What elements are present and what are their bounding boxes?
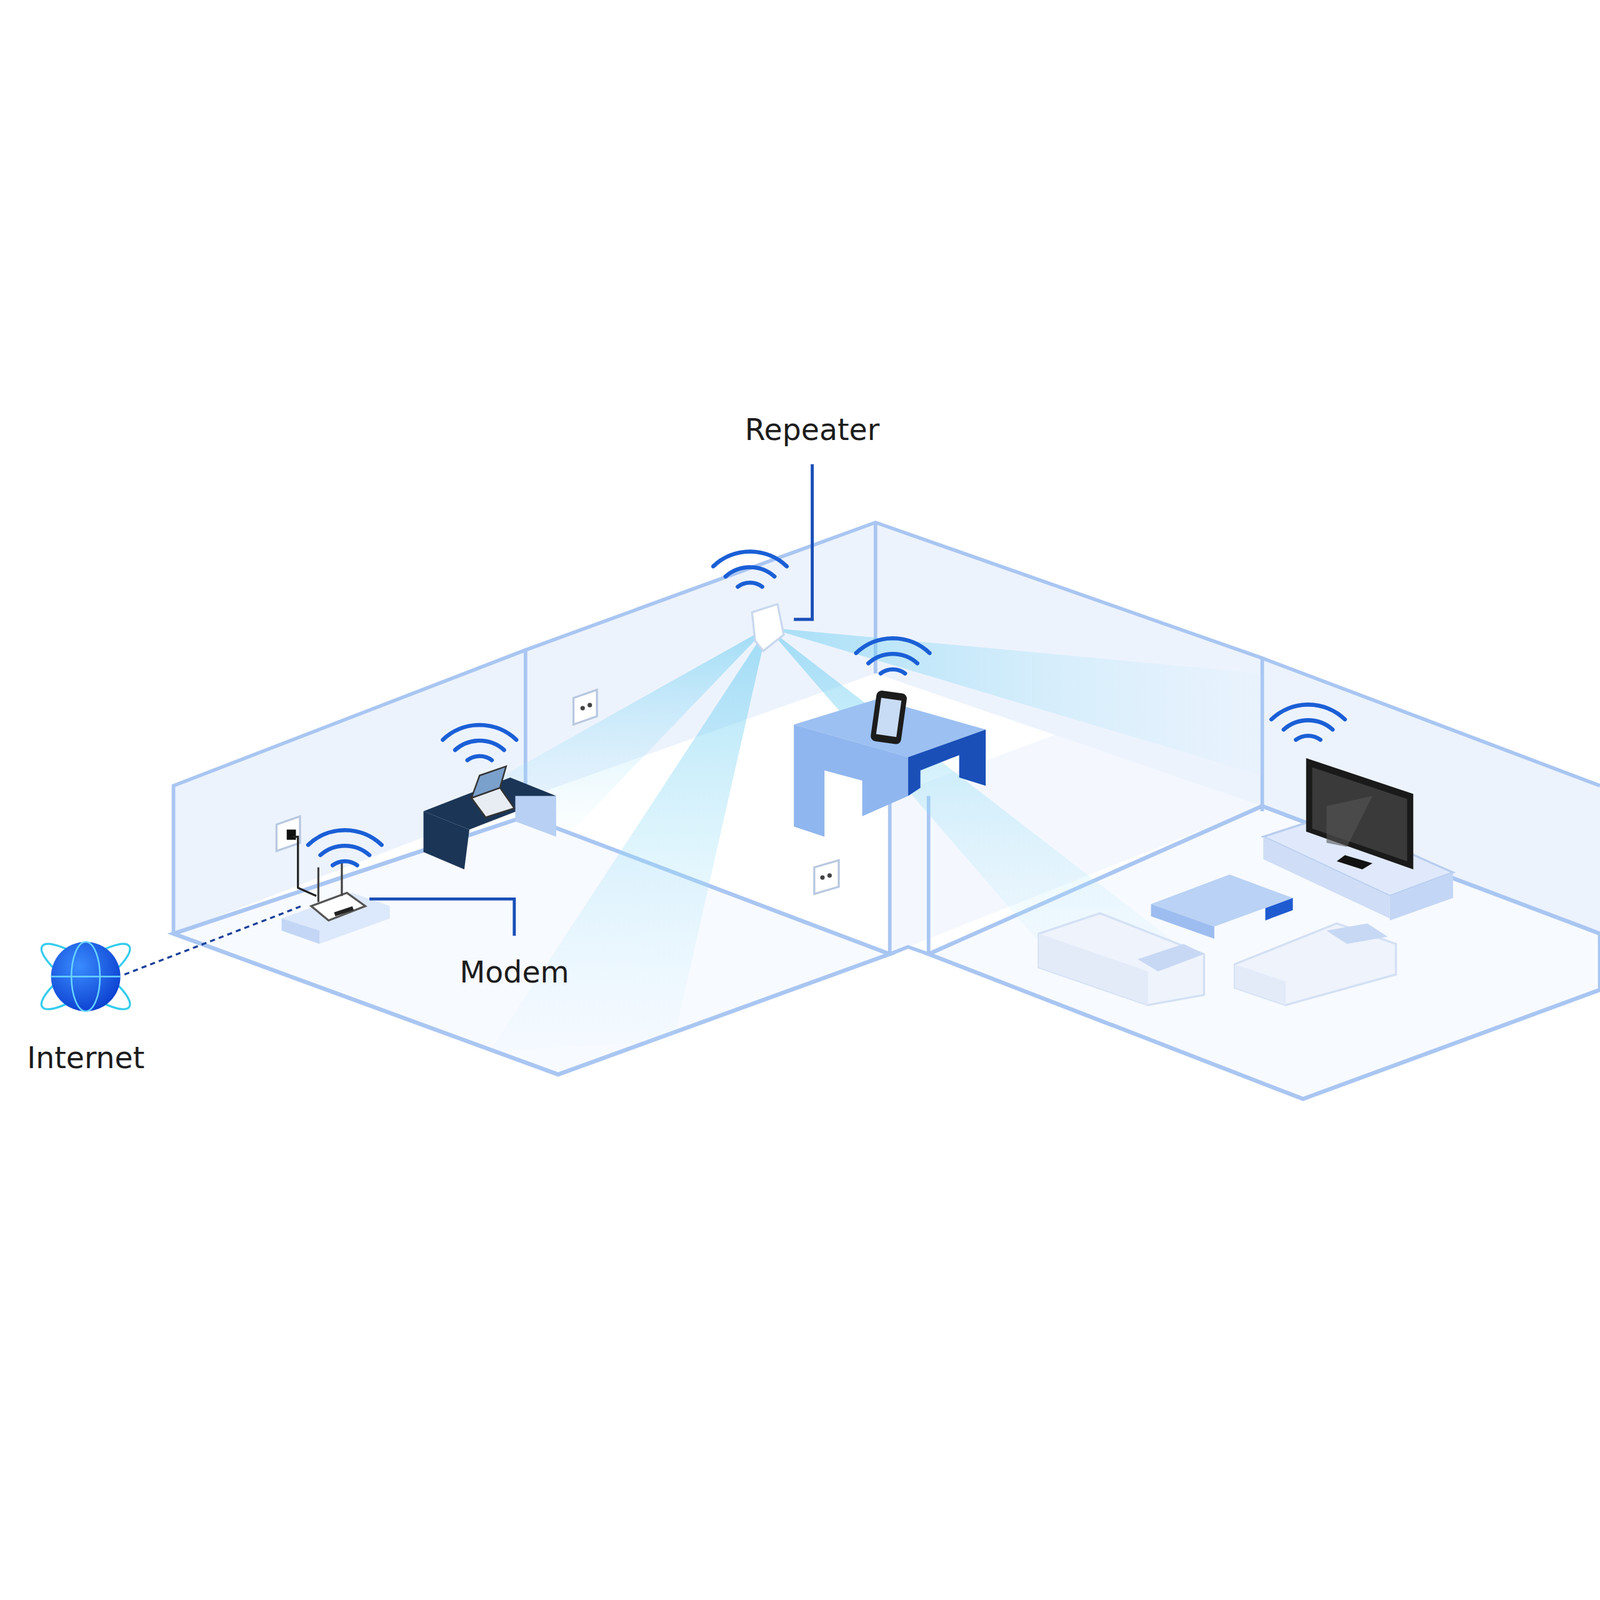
internet-label: Internet — [26, 1040, 145, 1076]
modem-label: Modem — [460, 954, 570, 990]
repeater-label: Repeater — [745, 411, 880, 448]
